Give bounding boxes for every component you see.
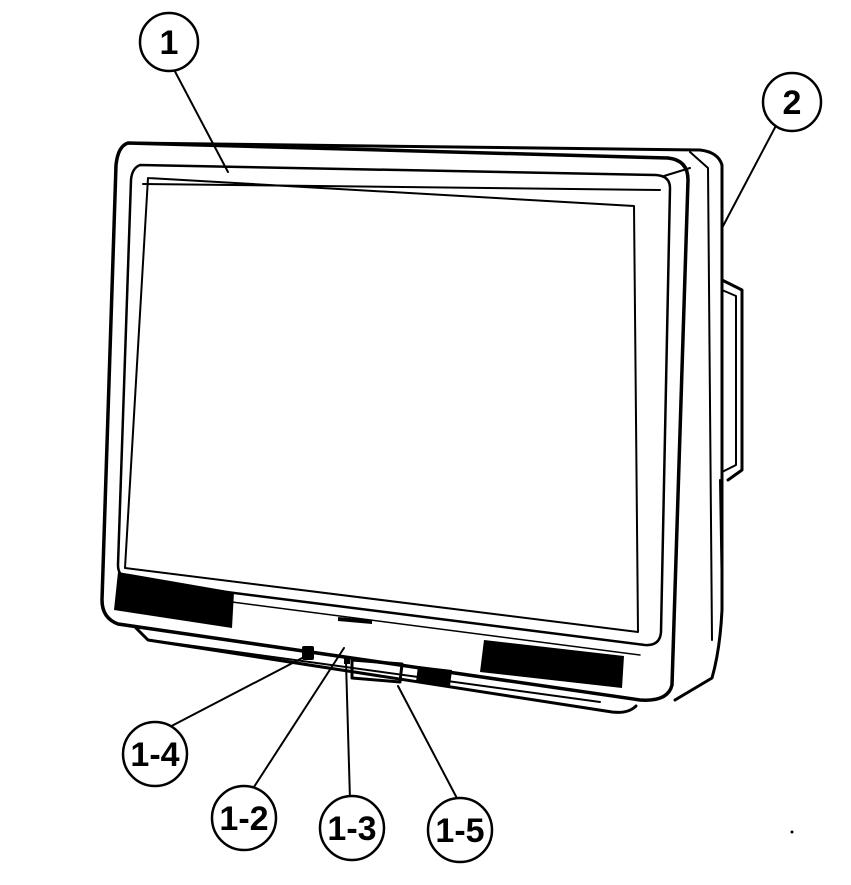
leader-2 [721, 117, 781, 229]
front-jack-panel [416, 666, 452, 686]
speaker-grille-right [480, 640, 624, 688]
callout-2-label: 2 [783, 84, 802, 122]
callout-1-4-label: 1-4 [130, 736, 179, 774]
cabinet-base [134, 626, 638, 714]
callout-1-4: 1-4 [121, 720, 189, 788]
callout-1-5: 1-5 [426, 796, 494, 864]
callout-1-5-label: 1-5 [435, 812, 484, 850]
leader-1-2 [251, 647, 345, 791]
leader-1-4 [159, 655, 307, 733]
speaker-grille-left [114, 572, 234, 628]
leader-1 [169, 61, 229, 173]
leader-lines [159, 61, 781, 805]
leader-1-3 [345, 661, 351, 801]
indicator-lamp [344, 656, 350, 664]
front-cabinet [100, 141, 690, 702]
callout-1-2-label: 1-2 [219, 800, 268, 838]
rear-cabinet [126, 141, 744, 702]
callout-1-3-label: 1-3 [327, 810, 376, 848]
scan-speck [790, 830, 794, 834]
brand-badge [338, 617, 372, 624]
callout-1-label: 1 [160, 24, 179, 62]
callout-1-2: 1-2 [210, 784, 278, 852]
callout-1: 1 [138, 11, 200, 73]
callout-1-3: 1-3 [318, 794, 386, 862]
control-panel-door [350, 658, 404, 684]
callout-2: 2 [761, 71, 823, 133]
leader-1-5 [397, 685, 461, 805]
front-controls [302, 617, 452, 686]
